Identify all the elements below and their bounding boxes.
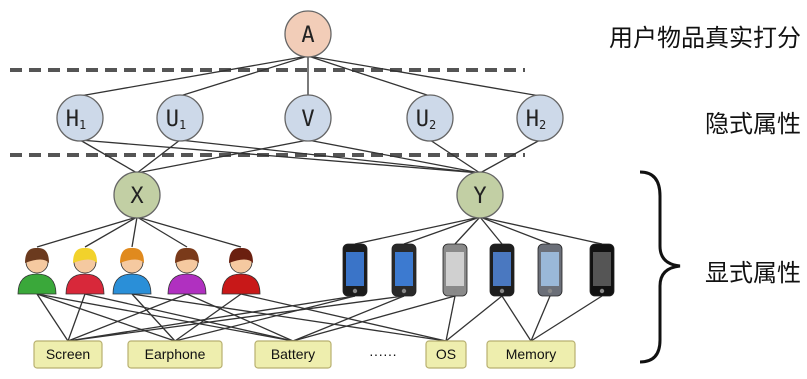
node-u1-sub: 1 [179,118,186,132]
node-v-label: V [301,107,314,132]
attr-battery: Battery [254,340,332,369]
attribute-boxes: Screen Earphone Battery ······ OS Memory [33,340,576,369]
attr-memory: Memory [486,340,576,369]
attr-screen-label: Screen [46,346,90,362]
attr-os: OS [425,340,467,369]
label-latent-attributes: 隐式属性 [705,110,801,138]
node-u1: U1 [156,94,204,142]
label-explicit-attributes: 显式属性 [705,259,801,287]
attr-earphone: Earphone [127,340,223,369]
svg-text:H2: H2 [526,107,546,132]
node-h2: H2 [516,94,564,142]
phone-icon [342,243,368,297]
node-h1: H1 [56,94,104,142]
node-u2-letter: U [416,107,429,132]
nodes-group: A H1 U1 V U2 H2 [56,10,564,219]
node-a: A [284,10,332,58]
curly-brace [639,170,681,364]
label-true-rating: 用户物品真实打分 [609,24,801,52]
attr-screen: Screen [33,340,103,369]
attr-memory-label: Memory [506,346,557,362]
user-icon [167,247,207,295]
attr-battery-label: Battery [271,346,315,362]
node-u2-sub: 2 [429,118,436,132]
attr-ellipsis: ······ [369,346,397,362]
node-a-label: A [301,23,314,48]
node-v: V [284,94,332,142]
attr-os-label: OS [436,346,456,362]
svg-text:H1: H1 [66,107,86,132]
user-icon [112,247,152,295]
edges [36,55,603,342]
node-y-label: Y [473,184,486,209]
phones-group [342,243,615,297]
node-u2: U2 [406,94,454,142]
node-u1-letter: U [166,107,179,132]
node-x: X [113,171,161,219]
phone-icon [489,243,515,297]
phone-icon [442,243,468,297]
user-icon [221,247,261,295]
node-h1-sub: 1 [79,118,86,132]
users-group [17,247,261,295]
phone-icon [589,243,615,297]
node-h2-sub: 2 [539,118,546,132]
phone-icon [391,243,417,297]
node-h1-letter: H [66,107,79,132]
user-icon [65,247,105,295]
attr-earphone-label: Earphone [145,346,206,362]
svg-text:U2: U2 [416,107,436,132]
node-h2-letter: H [526,107,539,132]
node-x-label: X [130,184,144,209]
user-icon [17,247,57,295]
svg-text:U1: U1 [166,107,186,132]
node-y: Y [456,171,504,219]
phone-icon [537,243,563,297]
